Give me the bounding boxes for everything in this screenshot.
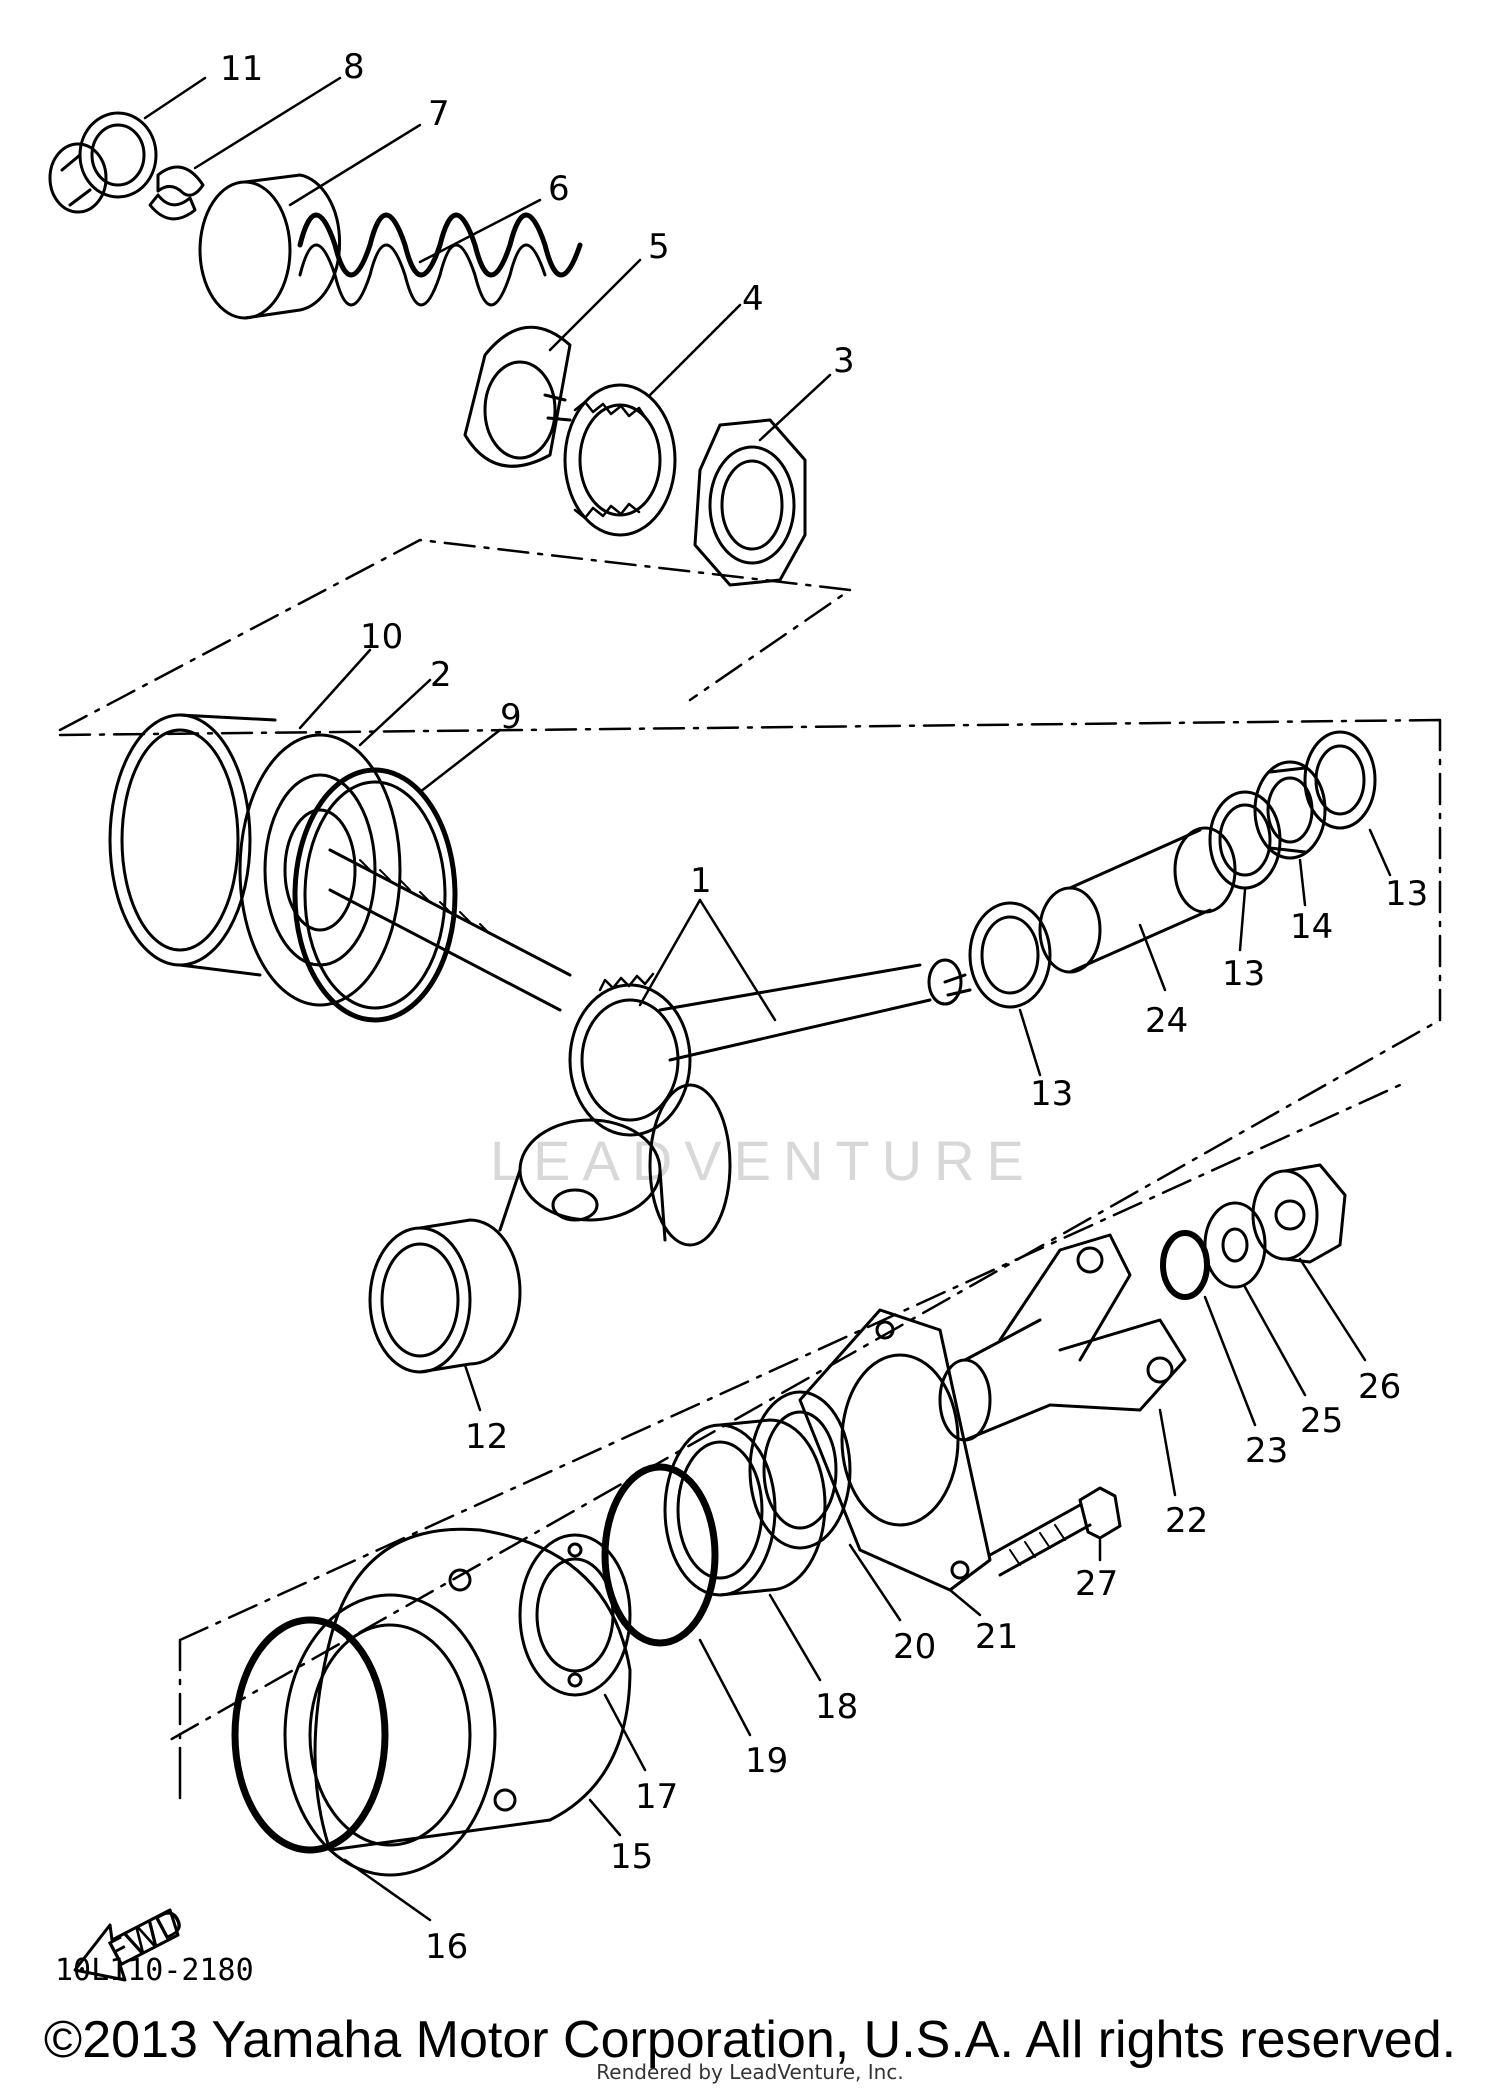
label-part-12: 12	[465, 1417, 508, 1457]
label-part-10: 10	[360, 617, 403, 657]
label-part-21: 21	[975, 1617, 1018, 1657]
label-part-19: 19	[745, 1741, 788, 1781]
part-1-gear-shaft	[328, 848, 972, 1247]
leader-lines	[143, 76, 1392, 1922]
label-part-3: 3	[833, 341, 855, 381]
part-5-cam	[463, 325, 572, 468]
label-part-8: 8	[343, 47, 365, 87]
part-27-bolt	[988, 1486, 1122, 1577]
figure-code: 10L110-2180	[55, 1953, 254, 1988]
part-25-flange-nut	[1251, 1163, 1347, 1264]
watermark-text: LEADVENTURE	[490, 1129, 1036, 1192]
label-part-25: 26	[1358, 1367, 1401, 1407]
top-assembly-boundary	[58, 538, 852, 732]
part-11-needle-bearing	[48, 111, 158, 214]
label-part-13-right: 13	[1385, 874, 1428, 914]
part-17-ball-bearing	[518, 1533, 632, 1697]
bottom-assembly-boundary	[178, 1083, 1402, 1802]
label-part-5: 5	[648, 227, 670, 267]
label-part-26: 24	[1145, 1001, 1188, 1041]
part-22-yoke	[938, 1233, 1187, 1442]
label-part-11: 11	[220, 49, 263, 89]
label-part-4: 4	[742, 279, 764, 319]
part-14-bearing	[1253, 760, 1327, 860]
label-part-15: 15	[610, 1837, 653, 1877]
part-13-shim-left	[968, 901, 1052, 1009]
part-16-o-ring	[231, 1616, 389, 1854]
part-24-washer	[1203, 1201, 1267, 1289]
label-part-24: 25	[1300, 1401, 1343, 1441]
label-part-6: 6	[548, 169, 570, 209]
part-15-housing	[283, 1527, 632, 1877]
part-9-o-ring	[292, 767, 458, 1023]
part-21-gasket	[798, 1308, 992, 1592]
part-3-nut	[693, 418, 807, 587]
part-8-collar-halves	[148, 165, 205, 221]
part-7-spring-seat	[198, 173, 341, 320]
label-part-17: 17	[635, 1777, 678, 1817]
part-19-o-ring	[601, 1463, 719, 1647]
label-part-18: 18	[815, 1687, 858, 1727]
label-part-16: 16	[425, 1927, 468, 1967]
rendered-by-credit: Rendered by LeadVenture, Inc.	[596, 2060, 904, 2084]
label-part-1: 1	[690, 861, 712, 901]
part-number-labels: 11 8 7 6 5 4 3 10 2 9 1 13 24 13 14 13 1…	[220, 47, 1428, 1967]
label-part-22: 22	[1165, 1501, 1208, 1541]
label-part-2: 2	[430, 655, 452, 695]
middle-assembly-boundary	[58, 718, 1442, 1742]
part-12-needle-bearing	[368, 1218, 522, 1374]
part-4-clutch-dog	[563, 383, 677, 537]
part-10-ring-gear-housing	[108, 713, 277, 977]
label-part-7: 7	[428, 94, 450, 134]
part-6-spring	[297, 212, 583, 307]
part-23-o-ring	[1160, 1230, 1210, 1300]
part-20-oil-seal	[748, 1390, 852, 1550]
part-13-shim-right	[1303, 730, 1377, 830]
label-part-23: 23	[1245, 1431, 1288, 1471]
label-part-13-middle: 13	[1222, 954, 1265, 994]
label-part-9: 9	[500, 697, 522, 737]
label-part-13-left: 13	[1030, 1074, 1073, 1114]
label-part-27: 27	[1075, 1564, 1118, 1604]
copyright-notice: ©2013 Yamaha Motor Corporation, U.S.A. A…	[43, 2011, 1457, 2069]
part-26-collar	[1038, 826, 1237, 974]
label-part-20: 20	[893, 1627, 936, 1667]
label-part-14: 14	[1290, 907, 1333, 947]
